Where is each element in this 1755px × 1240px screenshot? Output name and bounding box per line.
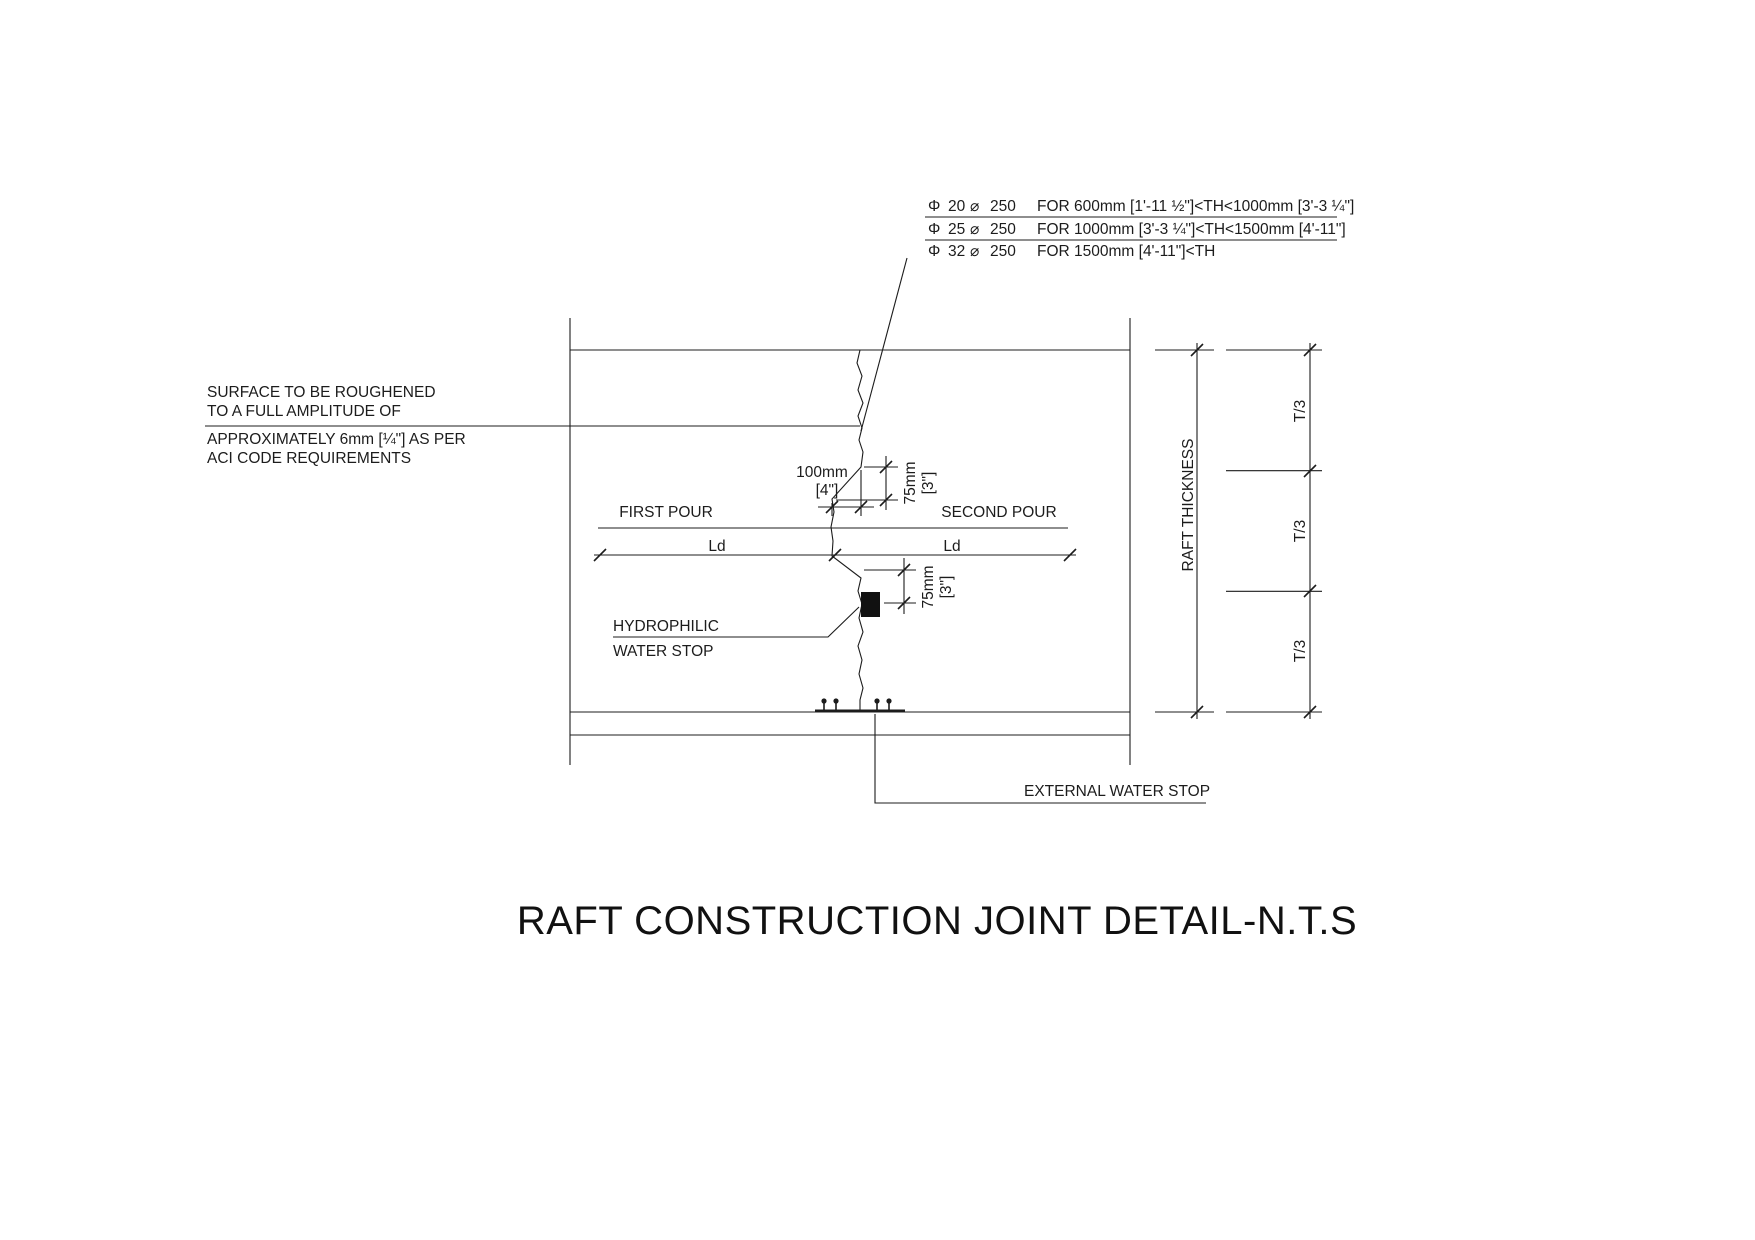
t3-label-mid: T/3 [1292, 520, 1309, 542]
dim-imperial-text: [3"] [920, 472, 937, 495]
spacing-icon: ⌀ [970, 198, 980, 215]
callout-row-3: Φ 32 ⌀ 250 FOR 1500mm [4'-11"]<TH [928, 243, 1215, 260]
callout-condition: FOR 1000mm [3'-3 ¼"]<TH<1500mm [4'-11"] [1037, 221, 1346, 238]
t3-label-bottom: T/3 [1292, 640, 1309, 662]
hydrophilic-label-line2: WATER STOP [613, 643, 713, 660]
dim-metric-text: 75mm [902, 461, 919, 504]
dim-tick [828, 548, 842, 562]
dim-100mm-imperial-label: [4"] [816, 482, 839, 499]
bar-diameter-icon: Φ [928, 243, 940, 260]
ld-right-label: Ld [943, 538, 960, 555]
surface-roughening-note: SURFACE TO BE ROUGHENED TO A FULL AMPLIT… [205, 384, 860, 467]
ld-left-label: Ld [708, 538, 725, 555]
callout-leader-line [860, 257, 908, 432]
dim-tick [1190, 705, 1204, 719]
raft-thickness-label: RAFT THICKNESS [1180, 439, 1197, 572]
dim-tick [1063, 548, 1077, 562]
note-line: TO A FULL AMPLITUDE OF [207, 403, 401, 420]
dim-tick [1303, 464, 1317, 478]
dim-100mm: 100mm [4"] [796, 464, 874, 516]
external-waterstop-label: EXTERNAL WATER STOP [1024, 783, 1210, 800]
hydrophilic-waterstop: HYDROPHILIC WATER STOP [613, 592, 880, 660]
spacing-value: 250 [990, 221, 1016, 238]
note-line: ACI CODE REQUIREMENTS [207, 450, 411, 467]
dim-75mm-upper-label: 75mm[3"] [902, 461, 937, 504]
first-pour-label: FIRST POUR [619, 504, 713, 521]
t3-dimensions: T/3 T/3 T/3 [1226, 343, 1322, 719]
dim-100mm-label: 100mm [796, 464, 848, 481]
bar-diameter-value: 25 [948, 221, 965, 238]
spacing-value: 250 [990, 243, 1016, 260]
slab-outline [569, 318, 1131, 765]
second-pour-label: SECOND POUR [941, 504, 1056, 521]
dim-tick [854, 500, 868, 514]
dim-tick [1303, 343, 1317, 357]
waterstop-rib-bulb-icon [821, 698, 827, 704]
hydrophilic-leader-line [613, 606, 860, 638]
bar-diameter-icon: Φ [928, 198, 940, 215]
dim-tick [897, 563, 911, 577]
hydrophilic-waterstop-block [861, 592, 880, 617]
dim-tick [593, 548, 607, 562]
external-waterstop-leader-line [874, 714, 1206, 804]
construction-joint [830, 349, 864, 712]
callout-row-2: Φ 25 ⌀ 250 FOR 1000mm [3'-3 ¼"]<TH<1500mm [4… [928, 221, 1346, 238]
bar-diameter-icon: Φ [928, 221, 940, 238]
hydrophilic-label-line1: HYDROPHILIC [613, 618, 719, 635]
spacing-icon: ⌀ [970, 221, 980, 238]
dim-tick [879, 493, 893, 507]
dim-imperial-text: [3"] [938, 576, 955, 599]
dim-tick [879, 460, 893, 474]
dim-tick [1303, 705, 1317, 719]
waterstop-rib-bulb-icon [886, 698, 892, 704]
dim-75mm-lower-label: 75mm[3"] [920, 565, 955, 608]
note-line: APPROXIMATELY 6mm [¼"] AS PER [207, 431, 466, 448]
dim-75mm-lower: 75mm[3"] [864, 558, 955, 614]
drawing-title: RAFT CONSTRUCTION JOINT DETAIL-N.T.S [517, 899, 1357, 943]
spacing-value: 250 [990, 198, 1016, 215]
pour-labels: FIRST POUR SECOND POUR [598, 504, 1068, 529]
external-waterstop: EXTERNAL WATER STOP [815, 698, 1210, 804]
t3-label-top: T/3 [1292, 400, 1309, 422]
dim-tick [1303, 584, 1317, 598]
note-line: SURFACE TO BE ROUGHENED [207, 384, 436, 401]
ld-dimension: Ld Ld [593, 538, 1077, 562]
spacing-icon: ⌀ [970, 243, 980, 260]
raft-thickness-dimension: RAFT THICKNESS [1155, 343, 1214, 719]
dim-tick [825, 500, 839, 514]
waterstop-rib-bulb-icon [874, 698, 880, 704]
bar-diameter-value: 20 [948, 198, 966, 215]
dim-tick [897, 596, 911, 610]
callout-row-1: Φ 20⌀ 250 FOR 600mm [1'-11 ½"]<TH<1000mm [3… [928, 198, 1354, 215]
waterstop-rib-bulb-icon [833, 698, 839, 704]
joint-roughened-profile-line [830, 349, 864, 712]
bar-diameter-value: 32 [948, 243, 965, 260]
dim-metric-text: 75mm [920, 565, 937, 608]
dim-tick [1190, 343, 1204, 357]
callout-condition: FOR 1500mm [4'-11"]<TH [1037, 243, 1215, 260]
callout-condition: FOR 600mm [1'-11 ½"]<TH<1000mm [3'-3 ¼"] [1037, 198, 1354, 215]
dim-75mm-upper: 75mm[3"] [836, 456, 937, 510]
